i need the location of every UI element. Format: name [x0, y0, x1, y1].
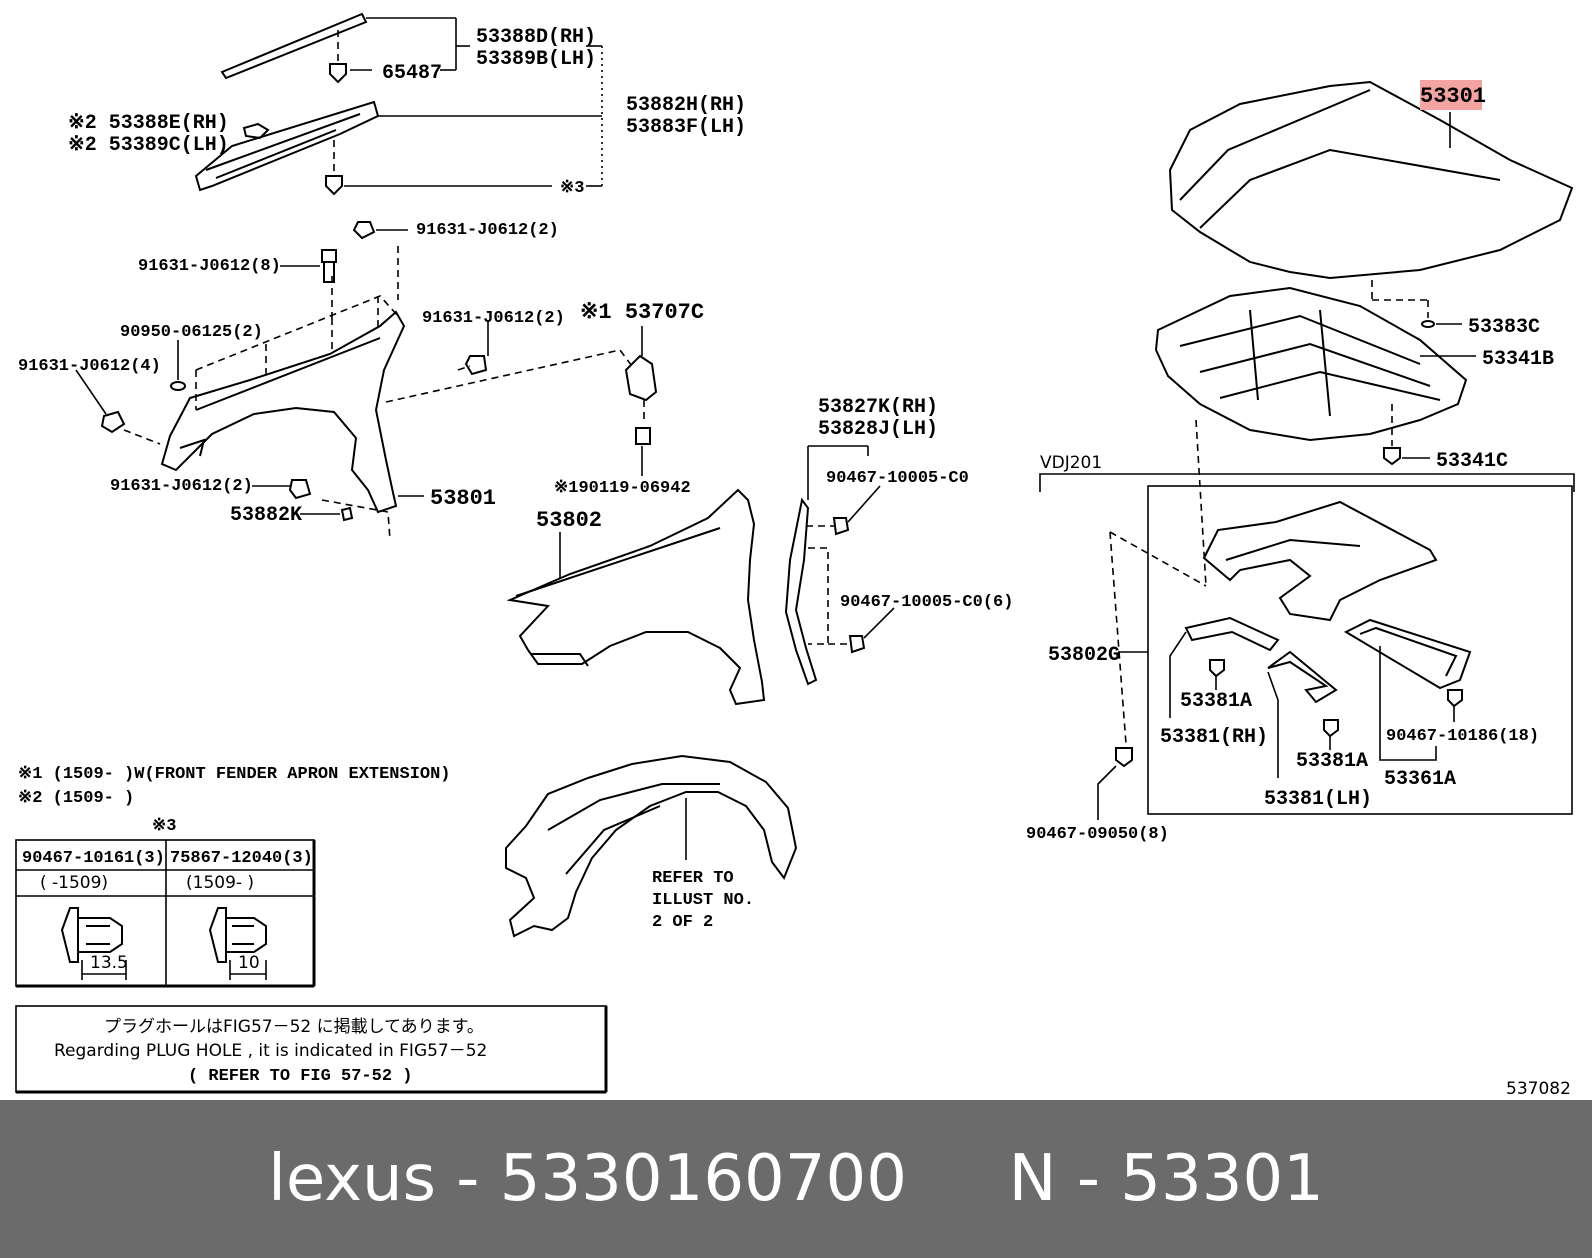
label-53388d: 53388D(RH)	[476, 26, 596, 49]
label-90467-d: 90467-09050(8)	[1026, 825, 1169, 844]
label-53801: 53801	[430, 486, 496, 511]
plug-hole-note-box	[15, 1005, 608, 1094]
label-65487: 65487	[382, 62, 442, 85]
label-91631-a: 91631-J0612(2)	[416, 221, 559, 240]
vdj201-group-box	[1147, 485, 1573, 815]
apron-extension-53707c	[624, 326, 658, 476]
label-53828j: 53828J(LH)	[818, 418, 938, 441]
footer-part-number: lexus - 5330160700 N - 53301	[268, 1142, 1324, 1216]
plug-hole-note-ref: ( REFER TO FIG 57-52 )	[188, 1067, 412, 1086]
label-91631-d: 91631-J0612(4)	[18, 357, 161, 376]
table-dim-2: 10	[238, 953, 260, 973]
label-53341b: 53341B	[1482, 348, 1554, 371]
label-53381a-2: 53381A	[1296, 750, 1368, 773]
clip-53882k	[300, 506, 354, 522]
label-53388e: ※2 53388E(RH)	[68, 112, 229, 135]
clip-90467-c	[1447, 689, 1463, 722]
label-53389b: 53389B(LH)	[476, 48, 596, 71]
label-90467-a: 90467-10005-C0	[826, 469, 969, 488]
footer-bar: lexus - 5330160700 N - 53301	[0, 1100, 1592, 1258]
clip-drawing-1	[60, 907, 127, 980]
note-1: ※1 (1509- )W(FRONT FENDER APRON EXTENSIO…	[18, 765, 451, 784]
note-mark3: ※3	[152, 817, 176, 836]
label-90950: 90950-06125(2)	[120, 323, 263, 342]
plug-hole-note-jp: プラグホールはFIG57－52 に掲載してあります。	[104, 1017, 484, 1037]
label-53802: 53802	[536, 508, 602, 533]
clip-53388e	[242, 122, 270, 140]
bolt-91631-e	[252, 479, 312, 500]
label-mark3a: ※3	[560, 179, 584, 198]
label-90467-b: 90467-10005-C0(6)	[840, 593, 1013, 612]
clip-drawing-2	[208, 907, 267, 980]
label-53361a: 53361A	[1384, 768, 1456, 791]
fender-seal-53827k	[784, 497, 818, 686]
hood-insulator-53341b	[1154, 286, 1468, 442]
table-dim-1: 13.5	[90, 953, 128, 973]
label-53883f: 53883F(LH)	[626, 116, 746, 139]
fender-53801	[160, 310, 406, 514]
bolt-91631-d	[75, 369, 126, 434]
label-53882k: 53882K	[230, 504, 302, 527]
fender-53802	[506, 488, 766, 706]
label-91631-e: 91631-J0612(2)	[110, 477, 253, 496]
table-range-2: (1509- )	[186, 873, 254, 893]
label-53882h: 53882H(RH)	[626, 94, 746, 117]
label-53381-lh: 53381(LH)	[1264, 788, 1372, 811]
label-53802g: 53802G	[1048, 644, 1120, 667]
parts-diagram: 65487 53388D(RH) 53389B(LH) ※2 53388E(RH…	[15, 12, 1575, 1099]
bolt-91631-c	[457, 320, 489, 376]
label-53341c: 53341C	[1436, 450, 1508, 473]
cover-53361a	[1343, 618, 1472, 690]
note-2: ※2 (1509- )	[18, 789, 134, 808]
catalog-number: 537082	[1506, 1079, 1571, 1099]
label-53827k: 53827K(RH)	[818, 396, 938, 419]
seal-53381-rh	[1184, 616, 1280, 690]
label-91631-b: 91631-J0612(8)	[138, 257, 281, 276]
hood-53301	[1168, 80, 1574, 280]
clip-table	[15, 839, 316, 988]
bolt-91631-a	[352, 221, 408, 240]
plug-90950	[170, 340, 186, 391]
label-refer2: ILLUST NO.	[652, 891, 754, 910]
label-vdj201: VDJ201	[1040, 453, 1102, 473]
label-53383c: 53383C	[1468, 316, 1540, 339]
highlight-53301	[1420, 80, 1482, 110]
fender-liner	[505, 754, 798, 938]
table-header-2: 75867-12040(3)	[170, 849, 313, 868]
label-53381a-1: 53381A	[1180, 690, 1252, 713]
label-53707c: ※1 53707C	[580, 300, 704, 325]
table-header-1: 90467-10161(3)	[22, 849, 165, 868]
clip-mark3	[325, 140, 552, 196]
label-90467-c: 90467-10186(18)	[1386, 727, 1539, 746]
under-cover	[1202, 500, 1438, 622]
plug-hole-note-en: Regarding PLUG HOLE , it is indicated in…	[54, 1041, 487, 1061]
clip-90467-a	[806, 485, 881, 536]
label-190119: ※190119-06942	[554, 479, 691, 498]
clip-90467-b	[828, 607, 895, 654]
label-53381-rh: 53381(RH)	[1160, 726, 1268, 749]
label-53389c: ※2 53389C(LH)	[68, 134, 229, 157]
label-91631-c: 91631-J0612(2)	[422, 309, 565, 328]
table-range-1: ( -1509)	[40, 873, 108, 893]
label-refer1: REFER TO	[652, 869, 734, 888]
clip-65487	[329, 30, 372, 84]
clip-53341c	[1383, 404, 1430, 466]
bolt-91631-b	[280, 249, 337, 283]
label-53301: 53301	[1420, 84, 1486, 109]
clip-90467-d	[1097, 747, 1133, 820]
label-refer3: 2 OF 2	[652, 913, 713, 932]
fender-seal-53882h	[194, 100, 380, 192]
seal-53381-lh	[1267, 650, 1339, 750]
moulding-strip	[220, 12, 368, 80]
